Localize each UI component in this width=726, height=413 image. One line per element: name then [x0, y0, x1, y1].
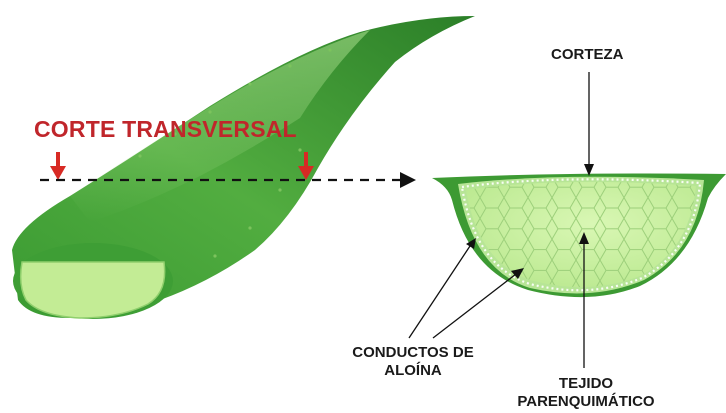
pointer-arrow-icon	[433, 268, 524, 338]
down-arrow-icon	[50, 152, 66, 180]
aloe-leaf	[12, 16, 475, 319]
label-tejido: TEJIDO PARENQUIMÁTICO	[505, 375, 667, 411]
label-conductos-line1: CONDUCTOS DE	[338, 344, 488, 362]
pointer-arrow-icon	[409, 238, 476, 338]
pointer-arrow-icon	[584, 72, 594, 176]
label-conductos: CONDUCTOS DE ALOÍNA	[338, 344, 488, 380]
label-corteza: CORTEZA	[551, 46, 624, 64]
label-tejido-line1: TEJIDO	[505, 375, 667, 393]
label-conductos-line2: ALOÍNA	[338, 362, 488, 380]
label-tejido-line2: PARENQUIMÁTICO	[505, 393, 667, 411]
cut-title: CORTE TRANSVERSAL	[34, 116, 297, 143]
right-arrowhead-icon	[400, 172, 416, 188]
cross-section	[432, 170, 726, 300]
